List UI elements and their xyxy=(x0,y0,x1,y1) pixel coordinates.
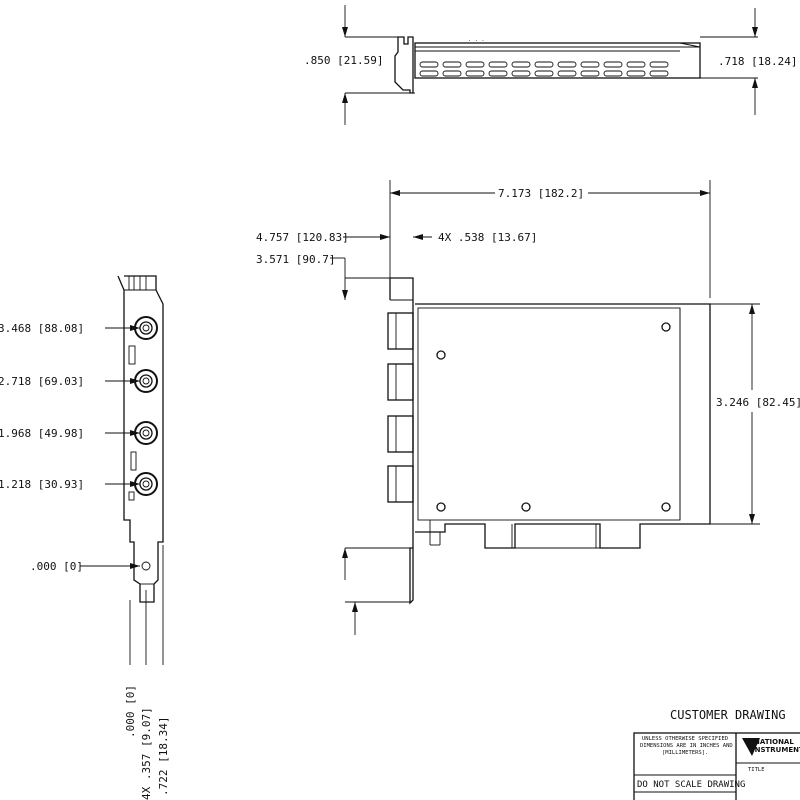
bracket-dim-2: 2.718 [69.03] xyxy=(0,375,84,388)
bracket-dim-4: 1.218 [30.93] xyxy=(0,478,84,491)
title-block: CUSTOMER DRAWING UNLESS OTHERWISE SPECIF… xyxy=(633,708,800,800)
svg-text:. . .: . . . xyxy=(468,37,485,43)
top-view: .850 [21.59] .718 [18.24] . . . xyxy=(304,5,797,125)
bracket-hdim-1: .000 [0] xyxy=(124,685,137,738)
vent-slots xyxy=(419,61,669,77)
side-dim-width: 7.173 [182.2] xyxy=(498,187,584,200)
side-dim-height: 3.246 [82.45] xyxy=(716,396,800,409)
title-block-heading: CUSTOMER DRAWING xyxy=(670,708,786,722)
side-dim-bracket-thickness: 4X .538 [13.67] xyxy=(438,231,537,244)
bracket-hdim-3: .722 [18.34] xyxy=(157,717,170,796)
bracket-dim-1: 3.468 [88.08] xyxy=(0,322,84,335)
bracket-front-view: 3.468 [88.08] 2.718 [69.03] 1.968 [49.98… xyxy=(0,275,170,800)
logo-line-1: NATIONAL xyxy=(754,738,794,746)
side-dim-bracket-inner: 3.571 [90.7] xyxy=(256,253,335,266)
bracket-dim-5: .000 [0] xyxy=(30,560,83,573)
title-note-2: DIMENSIONS ARE IN INCHES AND xyxy=(640,743,733,749)
bracket-hdim-2: 4X .357 [9.07] xyxy=(140,707,153,800)
top-dim-left: .850 [21.59] xyxy=(304,54,383,67)
national-instruments-logo-icon xyxy=(742,738,760,756)
title-scale-note: DO NOT SCALE DRAWING xyxy=(637,780,745,790)
title-label: TITLE xyxy=(748,767,765,773)
top-dim-right: .718 [18.24] xyxy=(718,55,797,68)
logo-line-2: INSTRUMENTS xyxy=(752,746,800,754)
title-note-3: [MILLIMETERS]. xyxy=(662,750,708,756)
bracket-dim-3: 1.968 [49.98] xyxy=(0,427,84,440)
side-view: 7.173 [182.2] 4.757 [120.83] 3.571 [90.7… xyxy=(256,180,800,635)
title-note-1: UNLESS OTHERWISE SPECIFIED xyxy=(642,736,728,742)
side-dim-bracket-offset: 4.757 [120.83] xyxy=(256,231,349,244)
